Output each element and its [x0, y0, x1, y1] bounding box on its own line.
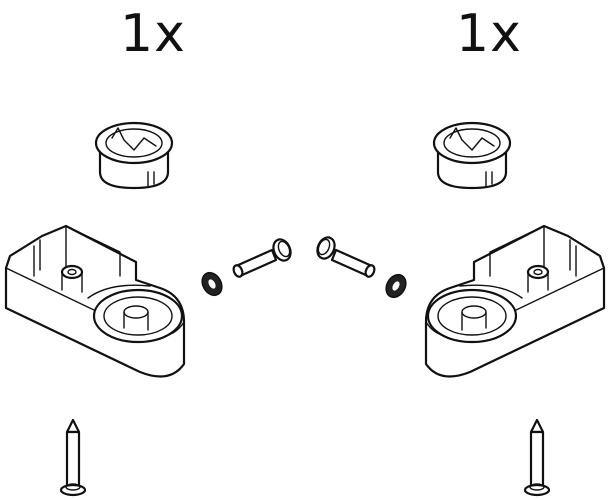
- end-bracket-right: [424, 224, 606, 378]
- quantity-label-left: 1x: [120, 4, 186, 64]
- pin-right: [523, 418, 551, 497]
- quantity-label-right: 1x: [456, 4, 522, 64]
- cap-ring-left: [94, 121, 174, 190]
- cap-ring-right: [432, 121, 512, 190]
- washer-left: [201, 271, 223, 297]
- pin-left: [59, 418, 87, 497]
- bolt-left: [232, 238, 292, 278]
- end-bracket-left: [4, 224, 186, 378]
- washer-right: [385, 273, 407, 299]
- bolt-right: [316, 236, 376, 278]
